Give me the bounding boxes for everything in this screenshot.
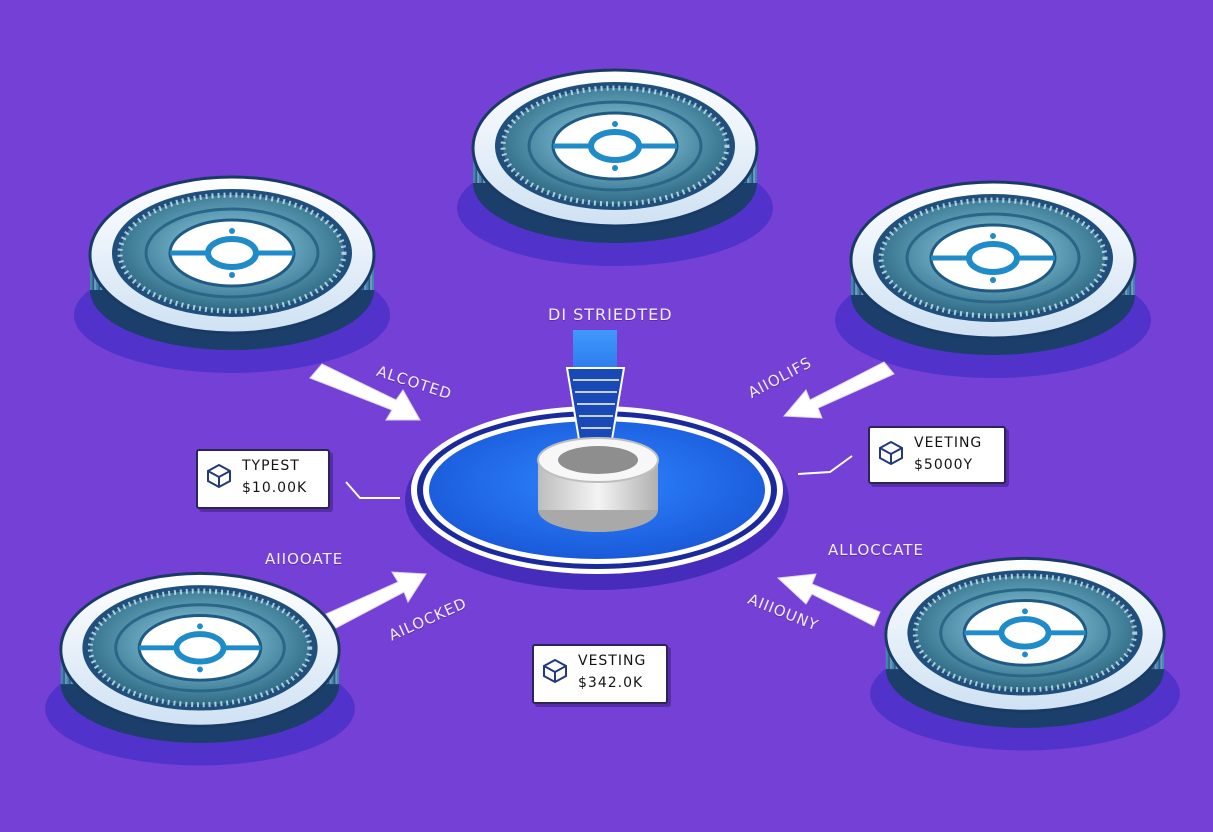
card-bottom-title: VESTING	[578, 653, 647, 669]
label-allocate-right: ALLOCCATE	[828, 541, 924, 559]
cube-icon	[207, 463, 231, 489]
arrow-icon	[782, 361, 895, 419]
token-coin-icon	[45, 573, 355, 765]
info-card-left: TYPEST $10.00K	[196, 449, 330, 509]
cube-icon	[879, 440, 903, 466]
card-left-title: TYPEST	[242, 458, 300, 474]
info-card-bottom: VESTING $342.0K	[532, 644, 668, 704]
receiver-cylinder	[537, 437, 659, 532]
label-distributed: DI STRIEDTED	[548, 305, 673, 324]
connector-line	[345, 455, 853, 499]
card-right-value: $5000Y	[914, 457, 974, 473]
info-card-right: VEETING $5000Y	[868, 426, 1006, 484]
arrow-icon	[776, 573, 881, 627]
arrow-icon	[309, 363, 421, 421]
card-bottom-value: $342.0K	[578, 675, 644, 691]
label-allocate-left: AIIOOATE	[265, 550, 344, 568]
card-left-value: $10.00K	[242, 480, 308, 496]
cube-icon	[543, 658, 567, 684]
token-coin-icon	[74, 177, 390, 373]
card-right-title: VEETING	[914, 435, 983, 451]
arrow-icon	[325, 571, 427, 629]
token-coin-icon	[835, 182, 1151, 378]
token-coin-icon	[457, 70, 773, 266]
token-coin-icon	[870, 558, 1180, 750]
